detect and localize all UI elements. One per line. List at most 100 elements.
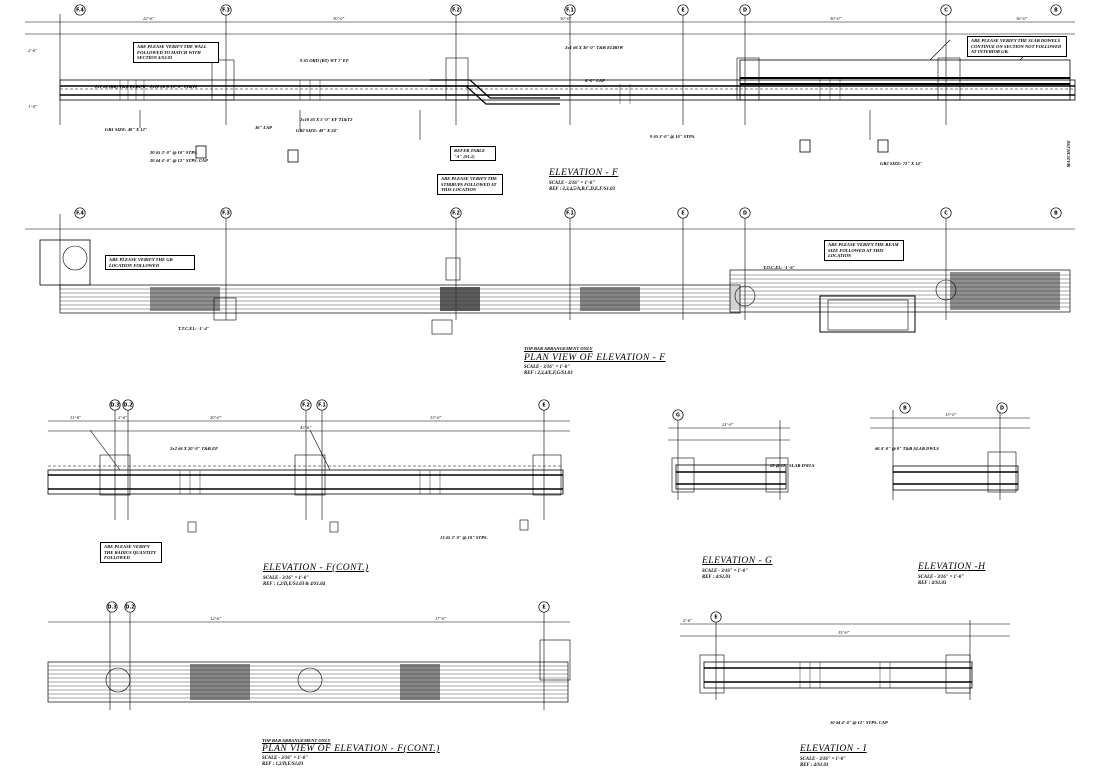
rebar-callout: GB3 SIZE: 72" X 14": [880, 161, 923, 166]
verify-note: ARE PLEASE VERIFY THE BEAM SIZE FOLLOWED…: [824, 240, 904, 261]
rebar-callout: 2x2 #6 X 20'-0" T&B EF: [170, 446, 219, 451]
grid-bubble: E: [538, 601, 550, 613]
grid-bubble-circle: [74, 4, 86, 16]
grid-bubble-circle: [564, 207, 576, 219]
grid-bubble-label: B: [903, 406, 907, 412]
grid-bubble-label: B: [1054, 211, 1058, 217]
grid-bubble-circle: [74, 207, 86, 219]
rebar-callout: 20 #5 3'-0" @ 10" STPS.: [150, 150, 198, 155]
elevation-f-scale: SCALE - 3/16" = 1'-0": [549, 181, 595, 186]
plan-view-f-cont-scale: SCALE - 3/16" = 1'-0": [262, 756, 308, 761]
elevation-g-scale: SCALE - 3/16" = 1'-0": [702, 569, 748, 574]
grid-bubble: F.1: [564, 4, 576, 16]
dimension: 2'-6": [118, 415, 128, 420]
rebar-callout: 2x12 #6 X 10'-0" T1&T2: [150, 84, 198, 89]
grid-bubble: D.3: [109, 399, 121, 411]
grid-bubble-label: F.4: [76, 211, 84, 217]
grid-bubble-label: F.1: [318, 403, 326, 409]
dimension: 16'-0": [1016, 16, 1028, 21]
grid-bubble-label: C: [944, 8, 948, 14]
verify-note: ARE PLEASE VERIFY THE RADIUS QUANTITY FO…: [100, 542, 162, 563]
dimension: 20'-0": [210, 415, 222, 420]
grid-bubble-label: F.4: [76, 8, 84, 14]
grid-bubble-label: F.2: [452, 8, 460, 14]
rebar-callout: GB2 SIZE: 48" X 24": [296, 128, 339, 133]
grid-bubble-circle: [677, 207, 689, 219]
rebar-callout: #5 @ 12" SLAB DWLS: [770, 463, 815, 468]
dimension: 1'-0": [28, 104, 38, 109]
grid-bubble-circle: [450, 207, 462, 219]
elevation-f-linework: [25, 14, 1076, 163]
rebar-callout: GB1 SIZE: 48" X 12": [105, 127, 148, 132]
grid-bubble-label: F.1: [566, 8, 574, 14]
dimension: 43'-6": [300, 425, 312, 430]
grid-bubble-label: D.2: [125, 605, 134, 611]
plan-view-f-cont-ref: REF : 1,2/D,E/S1.03: [262, 762, 304, 767]
rebar-callout: 2x10 #5 X 5'-0" EF T1&T2: [300, 117, 353, 122]
grid-bubble-circle: [899, 402, 911, 414]
dimension: 12'-6": [210, 616, 222, 621]
grid-bubble-label: D.2: [123, 403, 132, 409]
grid-bubble-label: D.3: [110, 403, 119, 409]
grid-bubble-circle: [220, 4, 232, 16]
grid-bubble: D.2: [124, 601, 136, 613]
dimension: 2'-6": [683, 618, 693, 623]
grid-bubble: B: [899, 402, 911, 414]
elevation-i-title: ELEVATION - I: [800, 744, 867, 754]
grid-bubble-circle: [122, 399, 134, 411]
grid-bubble-circle: [564, 4, 576, 16]
grid-bubble: E: [677, 207, 689, 219]
grid-bubble-circle: [450, 4, 462, 16]
rebar-callout: 13 #5 3'-0" @ 10" STPS.: [440, 535, 488, 540]
grid-bubble: F.1: [564, 207, 576, 219]
elevation-f-cont-title: ELEVATION - F(CONT.): [263, 563, 369, 573]
grid-bubble-circle: [739, 4, 751, 16]
rebar-callout: 20 #4 4'-0" @ 12" STPS. CAP: [150, 158, 208, 163]
dimension: 22'-6": [143, 16, 155, 21]
elevation-i-scale: SCALE - 3/16" = 1'-0": [800, 757, 846, 762]
grid-bubble-circle: [710, 611, 722, 623]
rebar-callout: T.O.C.EL: -1'-6": [763, 265, 796, 270]
grid-bubble: D: [739, 207, 751, 219]
grid-bubble: G: [672, 409, 684, 421]
grid-bubble-circle: [109, 399, 121, 411]
plan-view-f-cont-title: PLAN VIEW OF ELEVATION - F(CONT.): [262, 744, 440, 754]
matchline-label: MATCHLINE: [1066, 140, 1071, 168]
elevation-f-ref: REF : 2,3,4,5/A,B,C,D,E,F/S1.03: [549, 187, 615, 192]
grid-bubble-label: C: [944, 211, 948, 217]
grid-bubble-label: F.3: [222, 211, 230, 217]
grid-bubble-circle: [1050, 207, 1062, 219]
elevation-h-linework: [870, 410, 1030, 500]
grid-bubble-label: E: [542, 403, 545, 409]
grid-bubble-circle: [316, 399, 328, 411]
grid-bubble-circle: [220, 207, 232, 219]
rebar-callout: 2x1 #6 X 30'-0" T&B ELBOW: [565, 45, 624, 50]
plan-view-f-cont-linework: [47, 610, 571, 710]
grid-bubble-label: F.2: [302, 403, 310, 409]
dimension: 2'-6": [28, 48, 38, 53]
grid-bubble: E: [538, 399, 550, 411]
dimension: 21'-0": [722, 422, 734, 427]
grid-bubble-circle: [106, 601, 118, 613]
grid-bubble-circle: [538, 601, 550, 613]
grid-bubble-label: G: [676, 413, 680, 419]
grid-bubble-label: D: [1000, 406, 1004, 412]
elevation-h-scale: SCALE - 3/16" = 1'-0": [918, 575, 964, 580]
elevation-h-ref: REF : 4/S1.03: [918, 581, 947, 586]
elevation-g-title: ELEVATION - G: [702, 556, 773, 566]
dimension: 13'-0": [945, 412, 957, 417]
grid-bubble: B: [1050, 4, 1062, 16]
grid-bubble-label: D.3: [107, 605, 116, 611]
plan-view-f-linework: [25, 214, 1075, 335]
grid-bubble-label: E: [681, 211, 684, 217]
grid-bubble: C: [940, 4, 952, 16]
grid-bubble: D.2: [122, 399, 134, 411]
dimension: 30'-0": [560, 16, 572, 21]
plan-view-f-title: PLAN VIEW OF ELEVATION - F: [524, 353, 666, 363]
elevation-i-linework: [680, 620, 1010, 700]
grid-bubble-label: F.1: [566, 211, 574, 217]
plan-view-f-scale: SCALE - 3/16" = 1'-0": [524, 365, 570, 370]
dimension: 17'-6": [435, 616, 447, 621]
